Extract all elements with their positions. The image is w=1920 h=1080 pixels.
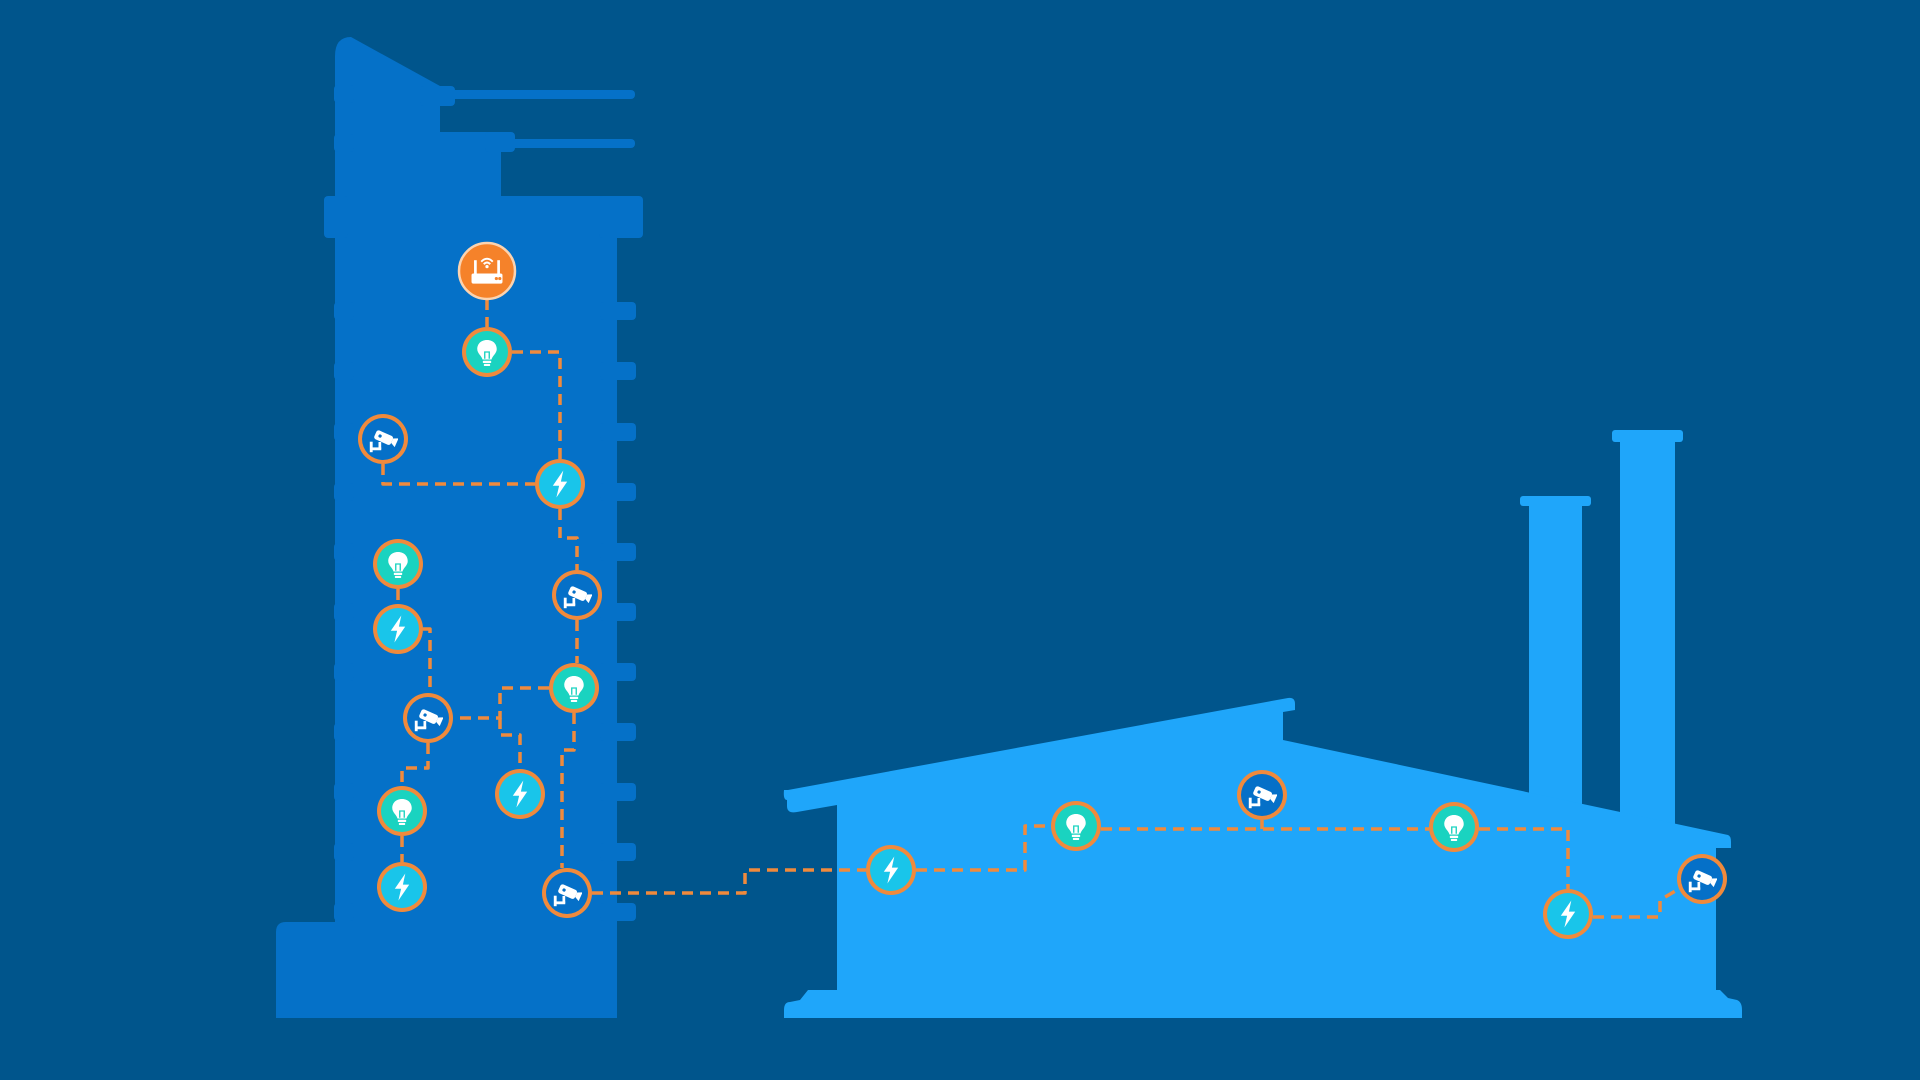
node-t-power-1[interactable] <box>535 459 585 509</box>
tower-ledge-left <box>334 134 354 152</box>
link-t-camera-1-to-t-power-1 <box>381 464 535 486</box>
tower-ledge-right <box>600 723 636 741</box>
tower-ledge-left <box>334 603 354 621</box>
tower-ledge-left <box>334 483 354 501</box>
tower-ledge-left <box>334 903 354 921</box>
tower-ledge-right <box>600 843 636 861</box>
network-links <box>381 299 1678 919</box>
tower-ledge-left <box>334 302 354 320</box>
tower-ledge <box>335 848 635 857</box>
link-t-power-1-to-t-camera-2 <box>558 509 579 570</box>
node-f-camera-1[interactable] <box>1237 770 1287 820</box>
link-t-camera-3-to-t-light-4 <box>400 743 430 786</box>
link-f-power-1-to-f-light-1 <box>916 824 1051 872</box>
node-t-light-4[interactable] <box>377 786 427 836</box>
node-t-power-3[interactable] <box>373 604 423 654</box>
network-nodes <box>358 241 1727 939</box>
node-f-power-2[interactable] <box>1543 889 1593 939</box>
tower-ledge-left <box>334 423 354 441</box>
node-t-camera-4[interactable] <box>542 868 592 918</box>
tower-ledge <box>335 90 635 99</box>
factory-building <box>783 430 1742 1018</box>
tower-ledge <box>335 139 635 148</box>
tower-ledge <box>335 307 635 316</box>
node-t-light-2[interactable] <box>549 663 599 713</box>
tower-ledge-left <box>334 783 354 801</box>
tower-ledge-right <box>600 783 636 801</box>
link-f-power-2-to-f-camera-2 <box>1593 888 1678 919</box>
link-t-camera-3-to-t-power-2 <box>498 718 522 769</box>
tower-ledge-right <box>600 663 636 681</box>
link-t-light-2-to-t-camera-3 <box>453 686 549 720</box>
node-f-light-2[interactable] <box>1429 802 1479 852</box>
tower-ledge-left <box>334 723 354 741</box>
link-t-power-3-to-t-camera-3 <box>423 627 432 693</box>
tower-ledge-right <box>600 362 636 380</box>
node-t-power-2[interactable] <box>495 769 545 819</box>
tower-ledge-right <box>600 603 636 621</box>
tower-ledge <box>335 488 635 497</box>
node-f-light-1[interactable] <box>1051 801 1101 851</box>
link-t-light-2-to-t-camera-4 <box>560 713 576 868</box>
node-f-power-1[interactable] <box>866 845 916 895</box>
link-f-light-2-to-f-power-2 <box>1479 827 1570 889</box>
tower-ledge-right <box>600 423 636 441</box>
tower-ledge-left <box>334 85 354 103</box>
tower-ledge-left <box>334 663 354 681</box>
tower-ledge <box>335 728 635 737</box>
node-t-camera-1[interactable] <box>358 414 408 464</box>
node-t-camera-3[interactable] <box>403 693 453 743</box>
tower-ledge <box>335 908 635 917</box>
tower-ledge-left <box>334 843 354 861</box>
tower-ledge-left <box>334 362 354 380</box>
tower-ledge-right <box>600 543 636 561</box>
node-t-light-3[interactable] <box>373 539 423 589</box>
link-t-camera-4-to-f-power-1 <box>592 868 866 895</box>
node-f-camera-2[interactable] <box>1677 854 1727 904</box>
tower-ledge <box>335 788 635 797</box>
tower-ledge-left <box>334 543 354 561</box>
node-t-camera-2[interactable] <box>552 570 602 620</box>
node-t-power-4[interactable] <box>377 862 427 912</box>
tower-ledge-right <box>600 483 636 501</box>
node-t-light-1[interactable] <box>462 327 512 377</box>
tower-ledge-right <box>600 903 636 921</box>
node-gateway[interactable] <box>457 241 517 301</box>
tower-ledge-right <box>600 302 636 320</box>
